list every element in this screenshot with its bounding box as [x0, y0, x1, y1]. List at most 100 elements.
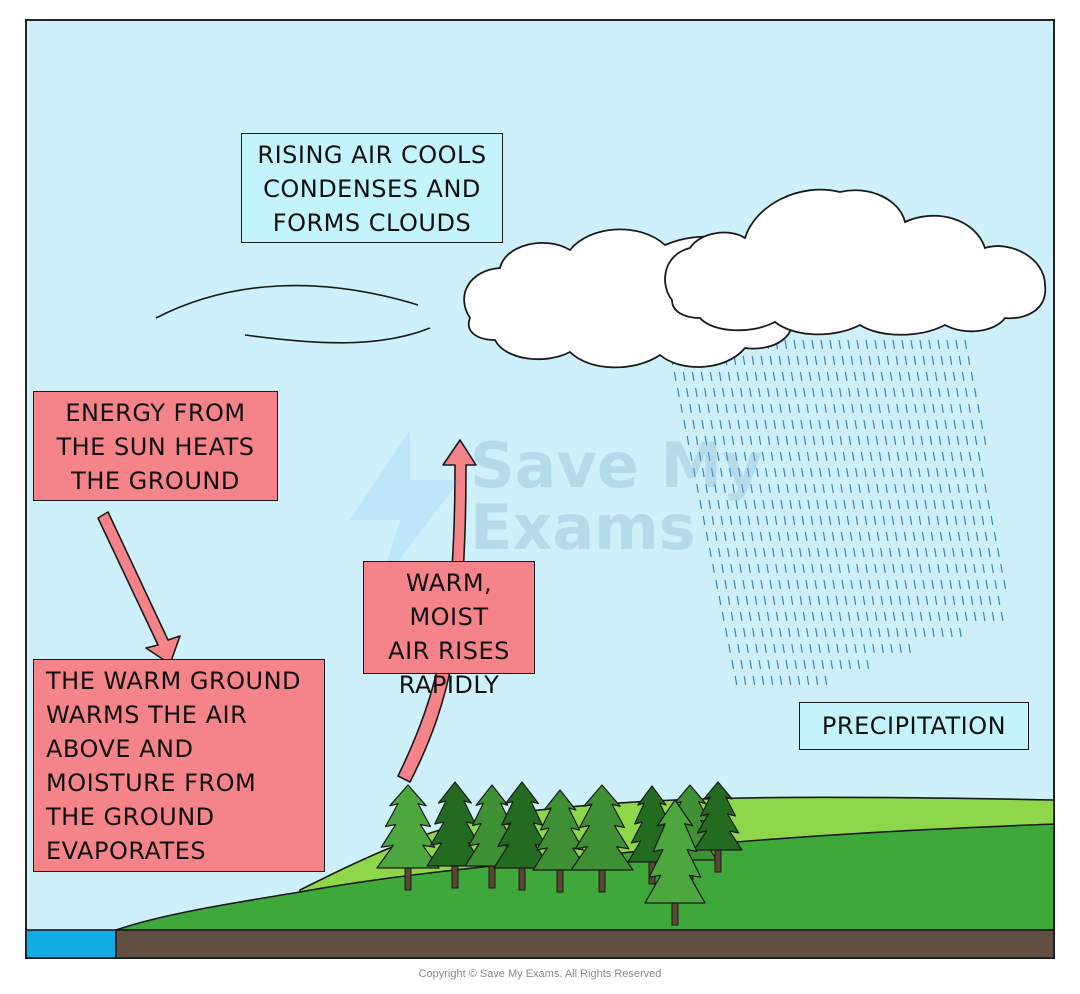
watermark-logo-icon — [350, 430, 460, 585]
rain-streak — [972, 515, 976, 526]
rain-streak — [902, 435, 906, 446]
rain-streak — [916, 547, 919, 558]
rain-streak — [709, 547, 712, 558]
rain-streak — [954, 467, 957, 478]
rain-streak — [869, 403, 872, 414]
rain-streak — [809, 643, 812, 654]
rain-streak — [847, 611, 851, 622]
rain-streak — [812, 387, 815, 398]
rain-streak — [797, 627, 800, 638]
rain-streak — [855, 515, 859, 526]
rain-streak — [868, 355, 872, 366]
rain-streak — [802, 339, 806, 350]
rain-streak — [905, 627, 908, 638]
label-precipitation: PRECIPITATION — [799, 702, 1029, 750]
rain-streak — [838, 339, 842, 350]
rain-streak — [874, 563, 877, 574]
rain-streak — [686, 387, 689, 398]
rain-streak — [811, 339, 815, 350]
rain-streak — [907, 595, 911, 606]
rain-streak — [919, 563, 922, 574]
rain-streak — [742, 579, 746, 590]
rain-streak — [854, 419, 858, 430]
rain-streak — [896, 451, 900, 462]
rain-streak — [781, 595, 785, 606]
rain-streak — [791, 419, 795, 430]
rain-streak — [955, 563, 958, 574]
rain-streak — [984, 531, 988, 542]
rain-streak — [971, 419, 975, 430]
rain-streak — [884, 435, 888, 446]
rain-streak — [714, 483, 717, 494]
rain-streak — [814, 355, 818, 366]
rain-streak — [740, 435, 744, 446]
rain-streak — [725, 451, 729, 462]
rain-streak — [878, 403, 881, 414]
rain-streak — [883, 339, 887, 350]
rain-streak — [759, 483, 762, 494]
rain-streak — [815, 451, 819, 462]
rain-streak — [920, 387, 923, 398]
rain-streak — [730, 563, 733, 574]
rain-streak — [857, 659, 861, 670]
rain-streak — [705, 483, 708, 494]
rain-streak — [699, 499, 703, 510]
forest — [376, 781, 743, 926]
rain-streak — [700, 371, 704, 382]
rain-streak — [959, 451, 963, 462]
rain-streak — [873, 467, 876, 478]
rain-streak — [946, 611, 950, 622]
rain-streak — [1000, 611, 1004, 622]
label-energy-from-sun: ENERGY FROM THE SUN HEATS THE GROUND — [33, 391, 278, 501]
rain-streak — [757, 563, 760, 574]
rain-streak — [862, 371, 866, 382]
rain-streak — [813, 483, 816, 494]
rain-streak — [955, 339, 959, 350]
rain-streak — [857, 387, 860, 398]
rain-streak — [820, 563, 823, 574]
rain-streak — [931, 355, 935, 366]
rain-streak — [905, 451, 909, 462]
rain-streak — [964, 611, 968, 622]
rain-streak — [1000, 563, 1003, 574]
rain-streak — [822, 483, 825, 494]
rain-streak — [927, 515, 931, 526]
rain-streak — [933, 499, 937, 510]
rain-streak — [825, 499, 829, 510]
rain-streak — [913, 579, 917, 590]
rain-streak — [673, 371, 677, 382]
rain-streak — [891, 467, 894, 478]
rain-streak — [922, 579, 926, 590]
rain-streak — [817, 547, 820, 558]
rain-streak — [689, 451, 693, 462]
rain-streak — [930, 531, 934, 542]
rain-streak — [914, 627, 917, 638]
rain-streak — [760, 579, 764, 590]
rain-streak — [846, 467, 849, 478]
rain-streak — [778, 355, 782, 366]
rain-streak — [705, 531, 709, 542]
rain-streak — [810, 467, 813, 478]
rain-streak — [990, 515, 994, 526]
rain-streak — [958, 355, 962, 366]
rain-streak — [954, 515, 958, 526]
rain-streak — [755, 643, 758, 654]
rain-streak — [874, 611, 878, 622]
rain-streak — [834, 499, 838, 510]
rain-streak — [765, 467, 768, 478]
rain-streak — [701, 419, 705, 430]
rain-streak — [824, 675, 828, 686]
rain-streak — [810, 515, 814, 526]
rain-streak — [932, 451, 936, 462]
rain-streak — [812, 435, 816, 446]
rain-streak — [833, 451, 837, 462]
rain-streak — [695, 435, 699, 446]
rain-streak — [811, 563, 814, 574]
rain-streak — [853, 547, 856, 558]
rain-streak — [749, 659, 753, 670]
rain-streak — [895, 355, 899, 366]
rain-streak — [770, 403, 773, 414]
rain-streak — [982, 611, 986, 622]
rain-streak — [741, 483, 744, 494]
rain-streak — [859, 355, 863, 366]
